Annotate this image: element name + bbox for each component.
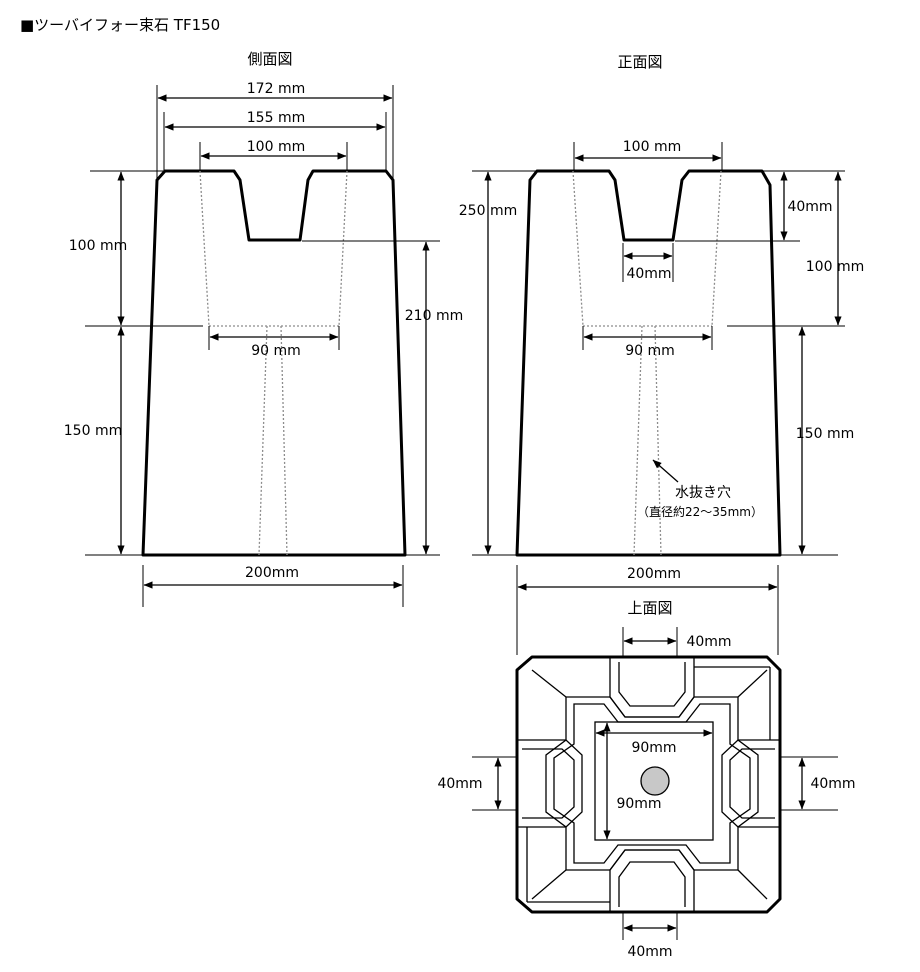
top-view-dimension-lines <box>494 637 806 932</box>
top-hole-height-label: 90mm <box>616 796 661 812</box>
side-base-width-label: 200mm <box>245 565 299 581</box>
side-view-label: 側面図 <box>247 50 292 68</box>
top-hole-width-label: 90mm <box>631 740 676 756</box>
drain-hole-label: 水抜き穴 <box>675 485 731 501</box>
drain-diameter-label: （直径約22～35mm） <box>637 504 763 519</box>
front-view-hidden-lines <box>572 170 722 556</box>
page-title: ■ツーバイフォー束石 TF150 <box>20 16 220 34</box>
side-view-outline <box>141 169 407 557</box>
side-slot-width-label: 100 mm <box>247 139 305 155</box>
side-upper-height-label: 100 mm <box>69 238 127 254</box>
top-view-ridges <box>517 657 780 912</box>
front-view-label: 正面図 <box>617 53 662 71</box>
front-slot-bottom-label: 40mm <box>626 266 671 282</box>
front-upper-height-label: 100 mm <box>806 259 864 275</box>
top-view: 上面図 <box>437 599 855 960</box>
top-view-extension-lines <box>472 627 838 940</box>
side-hole-width-label: 90 mm <box>251 343 301 359</box>
front-lower-height-label: 150 mm <box>796 426 854 442</box>
front-base-width-label: 200mm <box>627 566 681 582</box>
top-slot-left-label: 40mm <box>437 776 482 792</box>
side-lower-height-label: 150 mm <box>64 423 122 439</box>
front-view: 正面図 <box>459 53 864 655</box>
front-view-dimension-lines <box>484 154 842 591</box>
front-total-height-label: 250 mm <box>459 203 517 219</box>
side-view-hidden-lines <box>199 170 348 556</box>
front-hole-width-label: 90 mm <box>625 343 675 359</box>
side-view-dimension-lines <box>117 94 430 589</box>
top-slot-top-label: 40mm <box>686 634 731 650</box>
front-slot-width-label: 100 mm <box>623 139 681 155</box>
front-view-outline <box>515 169 782 557</box>
side-view-extension-lines <box>85 85 440 607</box>
side-view: 側面図 <box>64 50 463 607</box>
front-view-extension-lines <box>472 142 845 655</box>
drain-hole-circle <box>640 766 670 796</box>
top-slot-right-label: 40mm <box>810 776 855 792</box>
side-slot-bottom-height-label: 210 mm <box>405 308 463 324</box>
top-view-label: 上面図 <box>627 599 672 617</box>
front-slot-depth-label: 40mm <box>787 199 832 215</box>
top-slot-bottom-label: 40mm <box>627 944 672 960</box>
side-top-width-label: 172 mm <box>247 81 305 97</box>
side-inner-width-label: 155 mm <box>247 110 305 126</box>
top-view-outline <box>515 655 782 914</box>
